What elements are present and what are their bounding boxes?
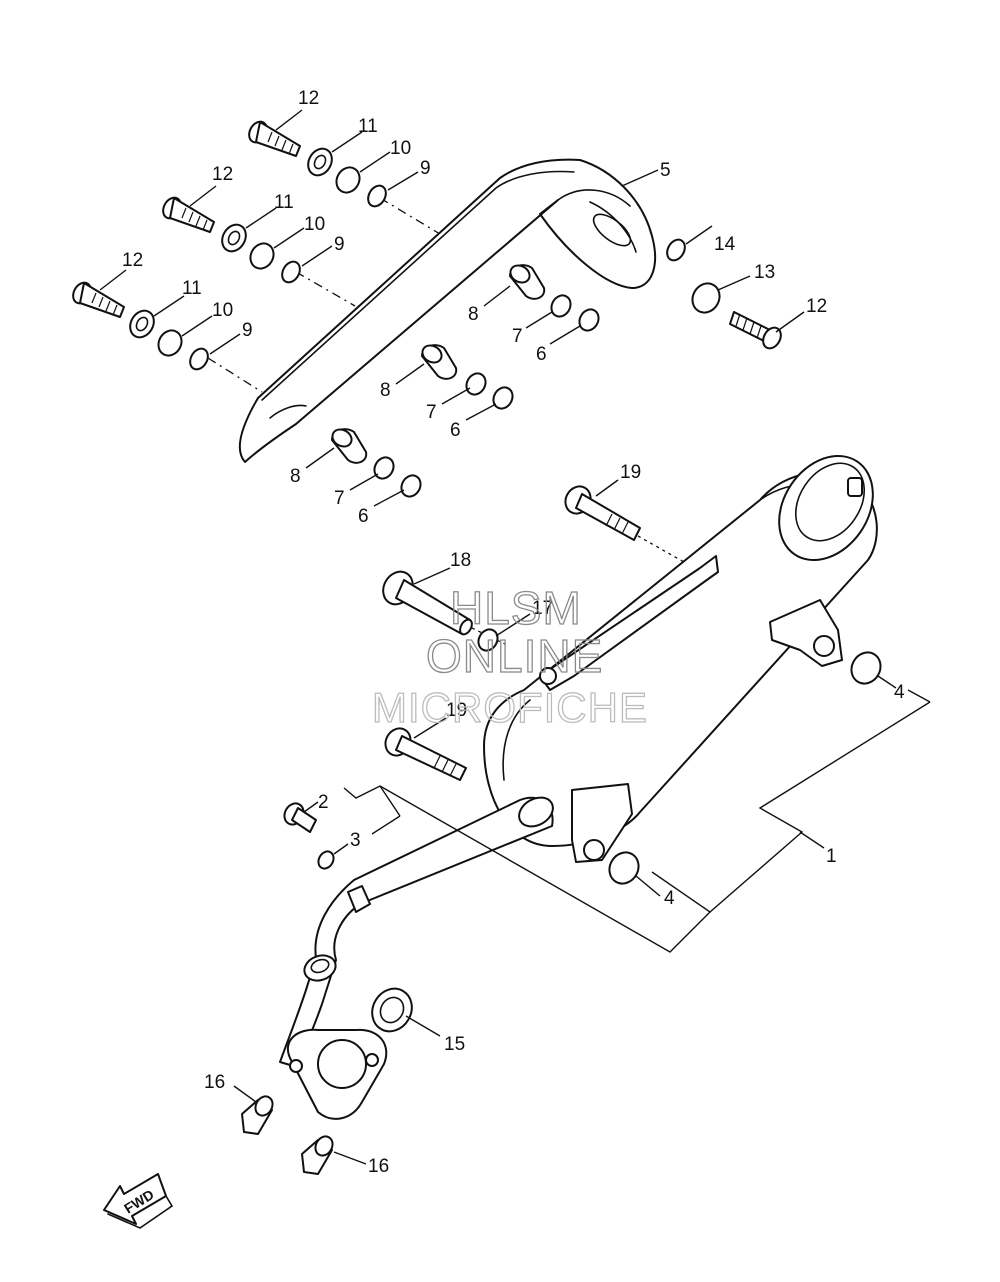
callout-19: 19 — [620, 462, 641, 483]
callout-7: 7 — [512, 326, 523, 347]
bolt-18 — [382, 570, 473, 636]
callout-16: 16 — [368, 1156, 389, 1177]
callout-7: 7 — [334, 488, 345, 509]
callout-14: 14 — [714, 234, 736, 255]
washer-9-set — [189, 184, 387, 371]
callout-10: 10 — [390, 138, 411, 159]
collar-13 — [691, 282, 721, 314]
callout-11: 11 — [274, 192, 294, 213]
callout-8: 8 — [380, 380, 391, 401]
callout-labels: 12 11 10 9 12 11 10 9 12 11 10 9 5 14 13… — [122, 88, 905, 1177]
callout-12: 12 — [122, 250, 143, 271]
callout-6: 6 — [450, 420, 461, 441]
gasket-15 — [371, 987, 413, 1033]
assembly-bracket-lines — [343, 689, 931, 953]
washer-3 — [317, 850, 335, 870]
callout-12: 12 — [806, 296, 827, 317]
callout-12: 12 — [212, 164, 233, 185]
callout-16: 16 — [204, 1072, 225, 1093]
callout-8: 8 — [290, 466, 301, 487]
callout-5: 5 — [660, 160, 671, 181]
muffler-protector — [238, 158, 657, 463]
callout-9: 9 — [420, 158, 431, 179]
callout-10: 10 — [212, 300, 233, 321]
callout-12: 12 — [298, 88, 319, 109]
callout-2: 2 — [318, 792, 329, 813]
leader-lines — [99, 109, 897, 1165]
callout-3: 3 — [350, 830, 361, 851]
washer-14 — [666, 238, 686, 262]
callout-6: 6 — [536, 344, 547, 365]
callout-18: 18 — [450, 550, 471, 571]
callout-11: 11 — [182, 278, 202, 299]
forward-direction-arrow: FWD — [103, 1173, 174, 1229]
callout-7: 7 — [426, 402, 437, 423]
bolt-12-right — [729, 311, 782, 350]
bolt-12-top — [248, 120, 301, 157]
callout-6: 6 — [358, 506, 369, 527]
washer-17 — [477, 628, 499, 652]
callout-4: 4 — [894, 682, 905, 703]
collar-10-set — [157, 166, 361, 357]
callout-17: 17 — [532, 598, 553, 619]
callout-9: 9 — [334, 234, 345, 255]
pipe-collar — [347, 885, 371, 913]
bolt-12-middle — [162, 196, 215, 233]
watermark-line-3: MICROFICHE — [372, 684, 648, 731]
muffler-assembly — [279, 454, 878, 1120]
damper-8-set — [331, 264, 546, 464]
callout-13: 13 — [754, 262, 775, 283]
callout-1: 1 — [826, 846, 837, 867]
bolt-2 — [283, 802, 317, 833]
callout-4: 4 — [664, 888, 675, 909]
watermark: HLSM ONLINE MICROFICHE — [371, 581, 648, 731]
callout-11: 11 — [358, 116, 378, 137]
callout-9: 9 — [242, 320, 253, 341]
collar-7-set — [373, 294, 572, 480]
washer-6-set — [400, 308, 600, 498]
damper-4-set — [608, 651, 882, 885]
callout-19: 19 — [446, 700, 467, 721]
watermark-line-2: ONLINE — [426, 630, 603, 682]
callout-8: 8 — [468, 304, 479, 325]
washer-11-set — [129, 147, 333, 339]
watermark-line-1: HLSM — [450, 582, 582, 634]
callout-10: 10 — [304, 214, 325, 235]
callout-15: 15 — [444, 1034, 465, 1055]
bolt-19-upper — [564, 485, 641, 541]
bolt-19-lower — [384, 727, 467, 781]
bolt-12-bottom — [72, 281, 125, 318]
